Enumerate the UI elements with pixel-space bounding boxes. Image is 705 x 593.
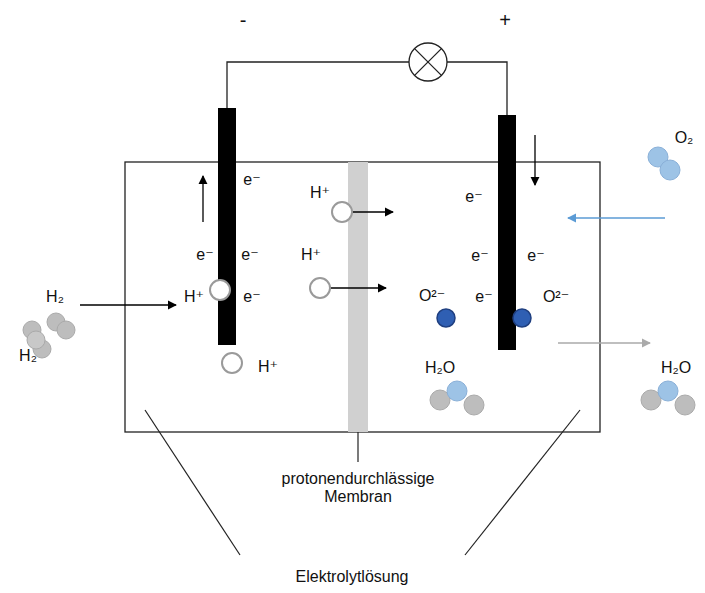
label: e⁻ [243,171,260,189]
proton-arrow [330,287,386,288]
wire [447,62,507,115]
lamp-symbol [415,49,442,76]
leader-line [145,410,240,555]
label: O₂ [675,129,694,147]
proton-circles [210,202,352,373]
label: H⁺ [310,184,330,202]
electron-arrow [534,135,535,185]
oxygen-arrow [568,217,665,218]
label: e⁻ [465,188,482,206]
water-arrow [558,342,650,343]
membrane [348,162,368,432]
label: e⁻ [475,288,492,306]
label: H₂ [19,347,37,365]
water-molecule [430,381,484,415]
label: e⁻ [241,246,258,264]
water-molecule [641,381,695,415]
polarity-sign: + [499,9,511,32]
lamp-symbol [415,49,442,76]
label: H₂ [46,288,64,306]
label: protonendurchlässige Membran [268,470,448,507]
polarity-sign: - [240,9,247,32]
anode [218,108,236,345]
label: e⁻ [527,247,544,265]
label: Elektrolytlösung [296,568,409,586]
leader-line [357,432,358,462]
lamp-symbol [409,43,447,81]
label: H₂O [661,359,691,377]
label: H⁺ [184,288,204,306]
label: e⁻ [471,247,488,265]
leader-line [465,410,580,555]
cell-container [125,162,600,432]
label: e⁻ [243,288,260,306]
label: H⁺ [258,358,278,376]
label: H₂O [425,359,455,377]
label: e⁻ [196,246,213,264]
flow-arrow [80,304,176,305]
wire [227,62,409,108]
oxygen-molecule [648,147,680,180]
label: H⁺ [301,246,321,264]
label: O²⁻ [419,287,445,305]
label: O²⁻ [543,288,569,306]
proton-arrow [352,211,393,212]
electron-arrow [202,176,203,222]
oxide-circles [437,309,531,327]
